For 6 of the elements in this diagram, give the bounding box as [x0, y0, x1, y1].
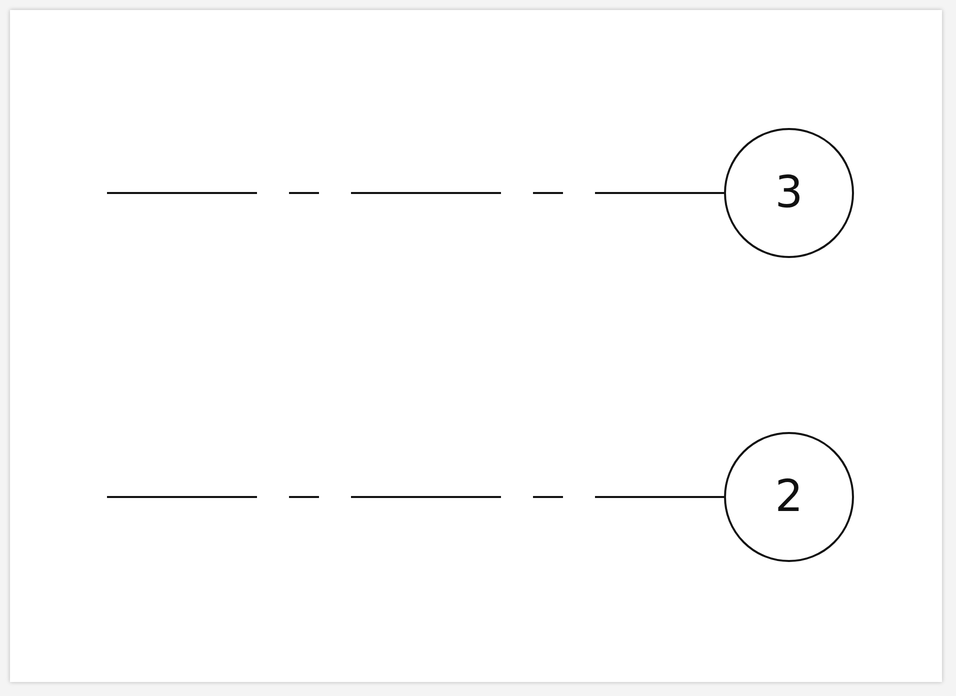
grid-bubble: [724, 432, 854, 562]
grid-line: [107, 496, 724, 498]
grid-line: [107, 192, 724, 194]
grid-bubble: [724, 128, 854, 258]
grid-label: 2: [775, 475, 803, 519]
grid-label: 3: [775, 171, 803, 215]
